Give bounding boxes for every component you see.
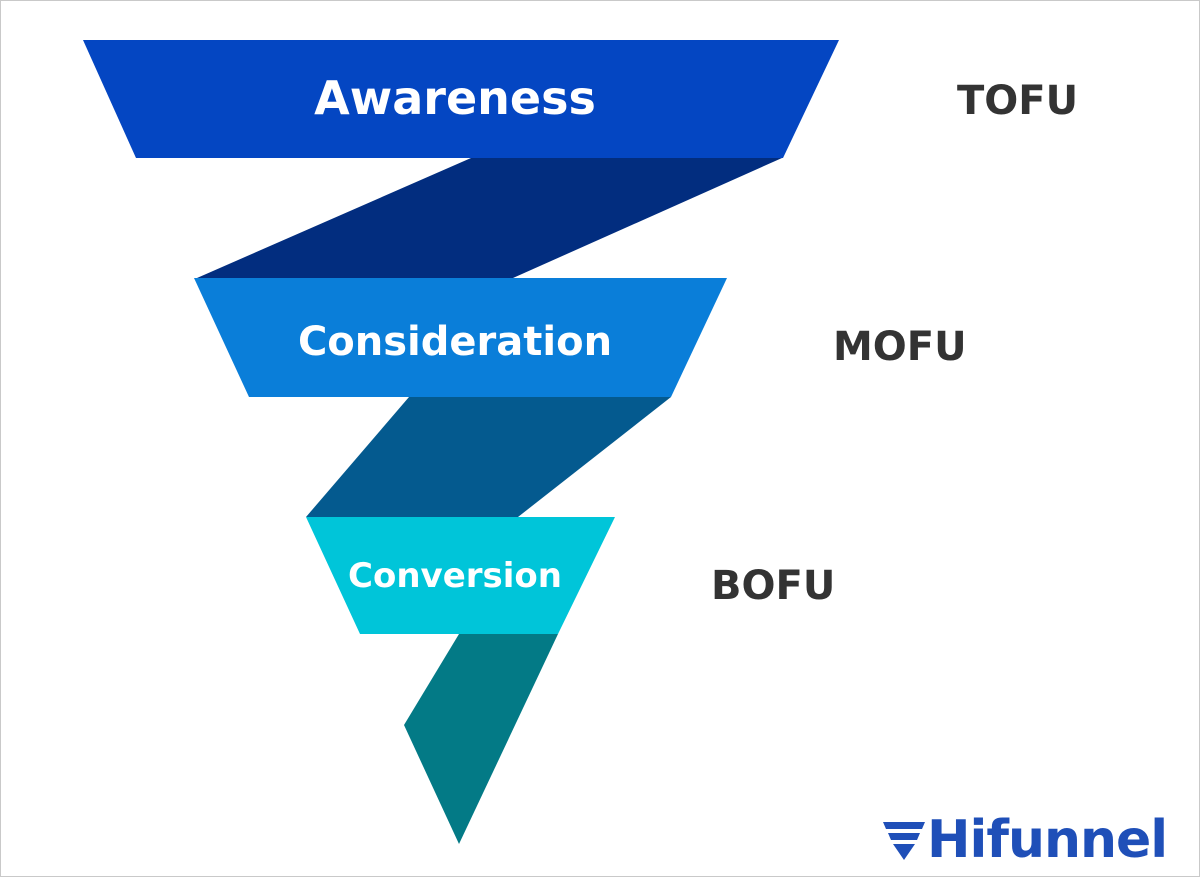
funnel-lines-icon [883, 822, 925, 860]
stage-awareness-band [83, 40, 839, 158]
connector-consideration-conversion [306, 397, 671, 517]
stage-consideration-label: Consideration [298, 319, 612, 365]
level-label-tofu: TOFU [957, 78, 1079, 124]
stage-consideration-band [194, 278, 727, 397]
level-label-mofu: MOFU [833, 324, 967, 370]
stage-conversion-band [306, 517, 615, 634]
connector-awareness-consideration [197, 158, 782, 278]
funnel-tail [404, 634, 558, 844]
logo-wordmark: Hifunnel [927, 810, 1168, 870]
hifunnel-logo: Hifunnel [881, 809, 1168, 871]
stage-conversion-label: Conversion [348, 556, 562, 596]
stage-awareness-label: Awareness [314, 71, 596, 125]
level-label-bofu: BOFU [711, 563, 836, 609]
